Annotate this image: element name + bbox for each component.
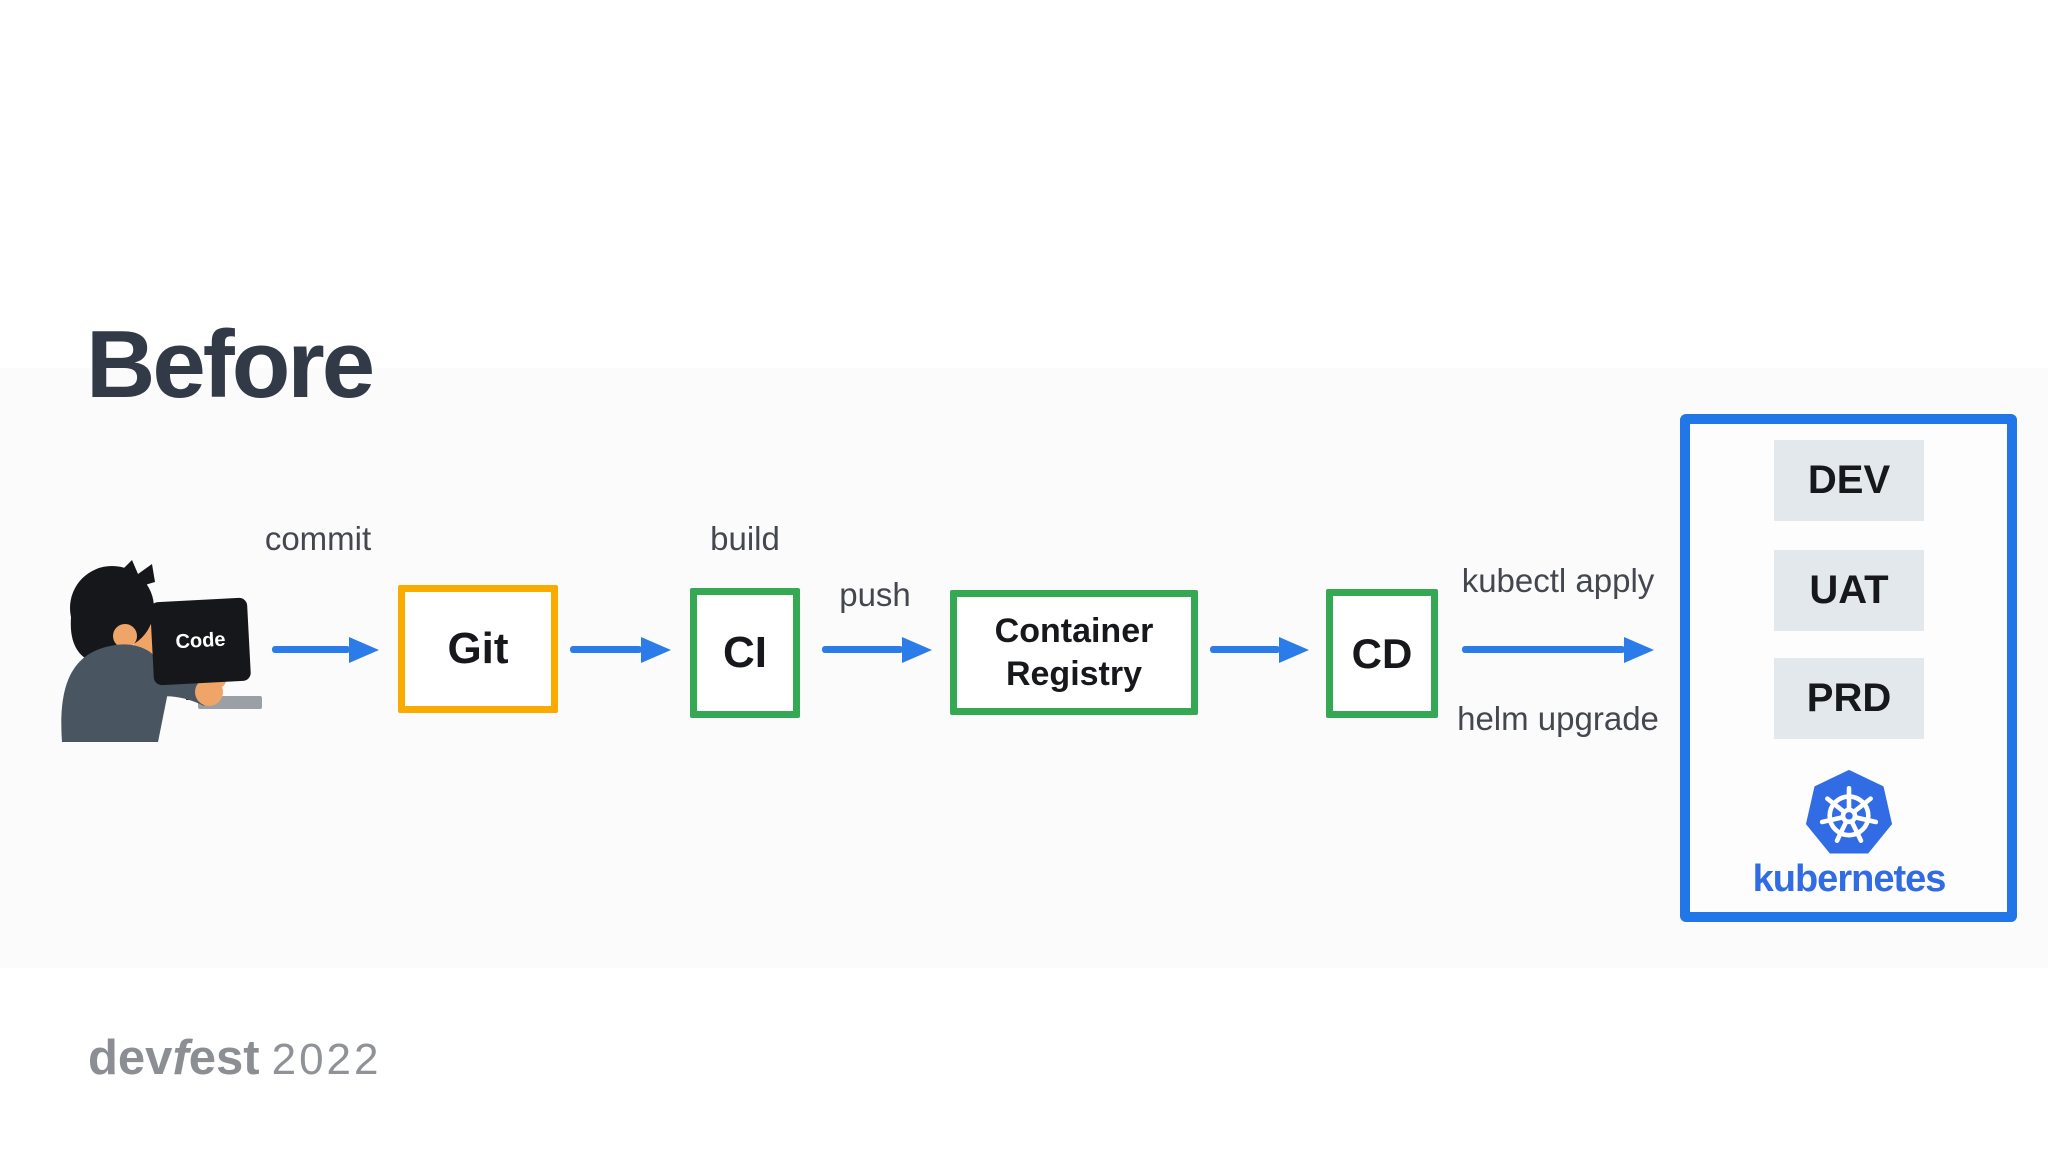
code-monitor: Code <box>149 597 252 686</box>
arrow-commit <box>272 646 350 653</box>
arrow-cd-to-kubernetes <box>1462 646 1625 653</box>
node-cd: CD <box>1326 589 1438 718</box>
brand-est: est <box>188 1031 260 1085</box>
devfest-logo: devfest <box>88 1030 260 1086</box>
footer: devfest 2022 <box>88 1030 381 1086</box>
environment-uat: UAT <box>1774 550 1924 631</box>
environment-prd: PRD <box>1774 658 1924 739</box>
kubernetes-cluster-box: DEV UAT PRD kubernetes <box>1680 414 2017 922</box>
edge-label-commit: commit <box>264 520 372 557</box>
edge-label-build: build <box>710 520 780 557</box>
brand-dev: dev <box>88 1031 173 1085</box>
edge-label-helm-upgrade: helm upgrade <box>1457 700 1659 737</box>
node-git: Git <box>398 585 558 713</box>
edge-label-kubectl-apply: kubectl apply <box>1461 562 1655 599</box>
edge-label-push: push <box>839 576 911 613</box>
arrow-ci-to-registry <box>822 646 903 653</box>
footer-year: 2022 <box>271 1035 382 1084</box>
kubernetes-wordmark: kubernetes <box>1752 858 1947 900</box>
brand-f: f <box>172 1031 189 1085</box>
environment-dev: DEV <box>1774 440 1924 521</box>
arrow-registry-to-cd <box>1210 646 1280 653</box>
page-title: Before <box>86 311 375 419</box>
node-container-registry: Container Registry <box>950 590 1198 715</box>
developer-figure: Code <box>58 556 268 746</box>
kubernetes-logo-icon <box>1805 769 1893 854</box>
arrow-git-to-ci <box>570 646 642 653</box>
node-ci: CI <box>690 588 800 718</box>
monitor-label: Code <box>174 628 227 654</box>
